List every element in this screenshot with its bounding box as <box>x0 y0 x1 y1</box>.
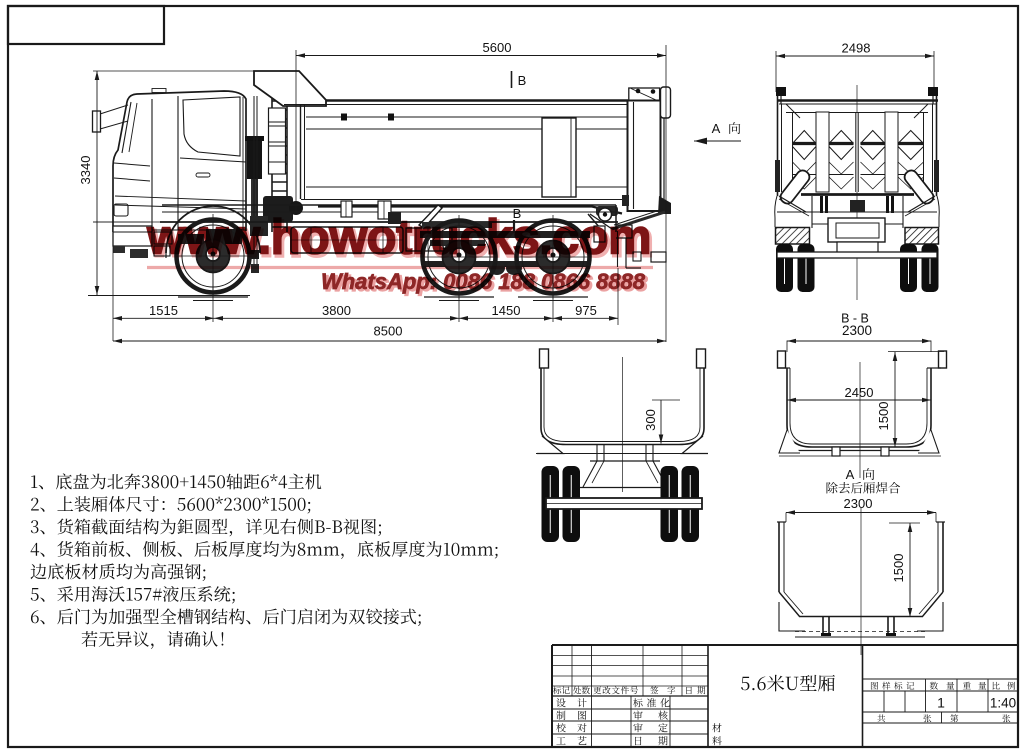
svg-text:A: A <box>712 121 721 136</box>
svg-text:B - B: B - B <box>841 312 869 326</box>
svg-text:300: 300 <box>643 409 658 431</box>
svg-text:2300: 2300 <box>842 323 872 338</box>
svg-text:1450: 1450 <box>492 303 521 318</box>
svg-text:B: B <box>513 206 522 221</box>
svg-text:WhatsApp: 0086 188 0866 8888: WhatsApp: 0086 188 0866 8888 <box>321 269 646 294</box>
svg-text:WhatsApp: 0086 188 0866 8888: WhatsApp: 0086 188 0866 8888 <box>323 271 648 296</box>
svg-text:3800: 3800 <box>322 303 351 318</box>
svg-text:1500: 1500 <box>876 402 891 431</box>
svg-text:1500: 1500 <box>891 554 906 583</box>
svg-text:1:40: 1:40 <box>990 696 1016 711</box>
svg-text:2498: 2498 <box>842 41 871 56</box>
svg-text:www.howotrucks.com: www.howotrucks.com <box>146 211 651 265</box>
svg-text:3340: 3340 <box>78 156 93 185</box>
svg-text:2450: 2450 <box>845 385 874 400</box>
svg-text:8500: 8500 <box>374 324 403 339</box>
svg-text:A: A <box>846 467 855 482</box>
svg-text:975: 975 <box>575 303 597 318</box>
svg-text:5600: 5600 <box>483 40 512 55</box>
svg-text:2300: 2300 <box>844 496 873 511</box>
svg-text:B: B <box>518 73 527 88</box>
svg-text:1: 1 <box>937 695 945 711</box>
svg-text:www.howotrucks.com: www.howotrucks.com <box>148 213 653 267</box>
svg-text:1515: 1515 <box>149 303 178 318</box>
